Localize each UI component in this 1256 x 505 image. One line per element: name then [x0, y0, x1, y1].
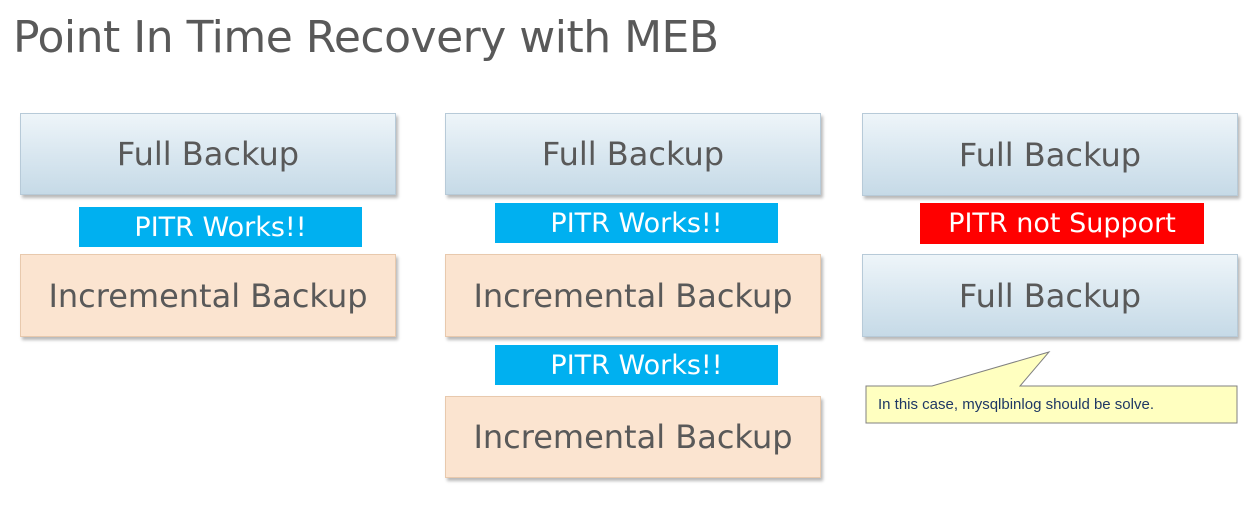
page-title: Point In Time Recovery with MEB — [13, 12, 719, 63]
col2-incremental-backup-2: Incremental Backup — [445, 396, 821, 478]
col3-full-backup-2: Full Backup — [862, 254, 1238, 337]
col2-pitr-works-tag-2: PITR Works!! — [495, 345, 778, 385]
col3-full-backup-1: Full Backup — [862, 113, 1238, 196]
col3-pitr-not-support-tag: PITR not Support — [920, 203, 1204, 244]
col1-full-backup: Full Backup — [20, 113, 396, 195]
col1-incremental-backup: Incremental Backup — [20, 254, 396, 337]
col2-incremental-backup-1: Incremental Backup — [445, 254, 821, 337]
col1-pitr-works-tag: PITR Works!! — [79, 207, 362, 247]
col2-full-backup: Full Backup — [445, 113, 821, 195]
col2-pitr-works-tag-1: PITR Works!! — [495, 203, 778, 243]
callout-note: In this case, mysqlbinlog should be solv… — [878, 396, 1154, 413]
